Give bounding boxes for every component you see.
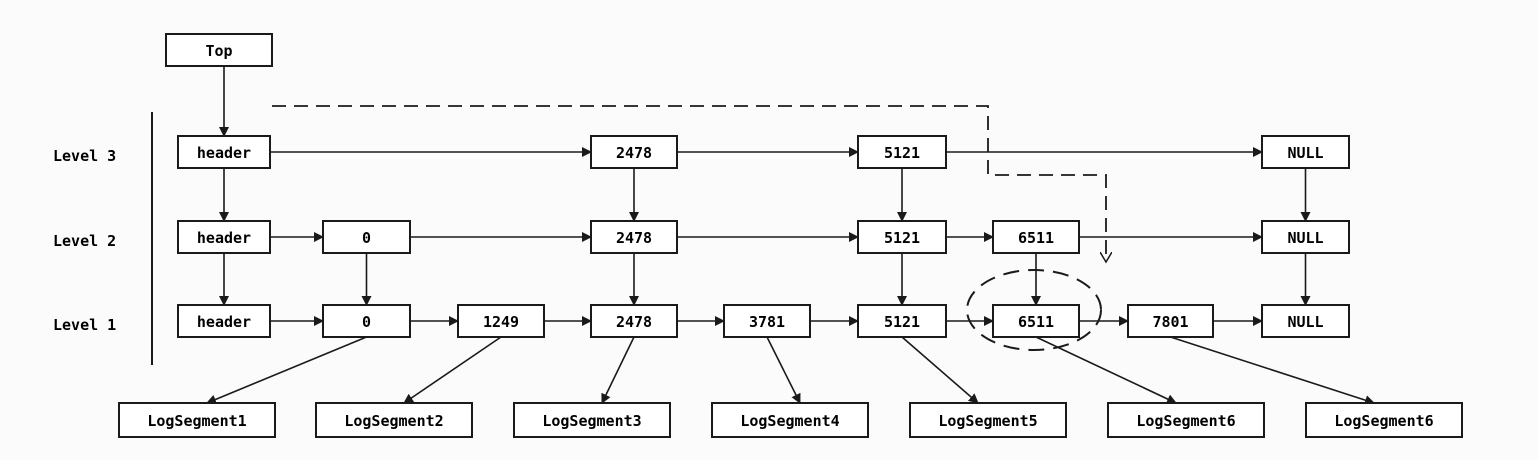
level1-node-2-label: 1249 xyxy=(483,313,519,331)
level-1-label: Level 1 xyxy=(53,316,116,334)
top-node: Top xyxy=(165,33,273,67)
level-3-label: Level 3 xyxy=(53,147,116,165)
log-segment-5: LogSegment5 xyxy=(909,402,1067,438)
level1-node-6-label: 6511 xyxy=(1018,313,1054,331)
target-highlight xyxy=(966,269,1102,351)
level1-node-7: 7801 xyxy=(1127,304,1214,338)
level2-node-4: 6511 xyxy=(992,220,1080,254)
level1-node-6: 6511 xyxy=(992,304,1080,338)
log-segment-label: LogSegment5 xyxy=(938,412,1037,430)
log-segment-label: LogSegment6 xyxy=(1334,412,1433,430)
log-segment-4: LogSegment4 xyxy=(711,402,869,438)
log-segment-label: LogSegment6 xyxy=(1136,412,1235,430)
level3-node-1-label: 2478 xyxy=(616,144,652,162)
background-bleed-text xyxy=(300,46,312,81)
segment-link-6 xyxy=(1170,336,1375,405)
level-2-label: Level 2 xyxy=(53,232,116,250)
segment-link-5 xyxy=(1035,336,1177,404)
level1-node-1-label: 0 xyxy=(362,313,371,331)
level2-node-5: NULL xyxy=(1261,220,1350,254)
level2-node-3: 5121 xyxy=(857,220,947,254)
level1-node-5: 5121 xyxy=(857,304,947,338)
level2-node-0: header xyxy=(177,220,271,254)
log-segment-7: LogSegment6 xyxy=(1305,402,1463,438)
level3-node-2-label: 5121 xyxy=(884,144,920,162)
level1-node-2: 1249 xyxy=(457,304,545,338)
level3-node-2: 5121 xyxy=(857,135,947,169)
level1-node-4: 3781 xyxy=(723,304,811,338)
level2-node-5-label: NULL xyxy=(1287,229,1323,247)
log-segment-2: LogSegment2 xyxy=(315,402,473,438)
level1-node-0: header xyxy=(177,304,271,338)
level3-node-0: header xyxy=(177,135,271,169)
segment-link-3 xyxy=(766,336,801,404)
level1-node-3: 2478 xyxy=(590,304,678,338)
level2-node-1: 0 xyxy=(322,220,411,254)
level1-node-7-label: 7801 xyxy=(1152,313,1188,331)
level2-node-2-label: 2478 xyxy=(616,229,652,247)
log-segment-6: LogSegment6 xyxy=(1107,402,1265,438)
segment-link-2 xyxy=(601,336,635,404)
level2-node-0-label: header xyxy=(197,229,251,247)
level1-node-8: NULL xyxy=(1261,304,1350,338)
search-path xyxy=(272,105,1106,262)
log-segment-1: LogSegment1 xyxy=(118,402,276,438)
level1-node-8-label: NULL xyxy=(1287,313,1323,331)
level3-node-1: 2478 xyxy=(590,135,678,169)
level2-node-4-label: 6511 xyxy=(1018,229,1054,247)
log-segment-label: LogSegment2 xyxy=(344,412,443,430)
log-segment-3: LogSegment3 xyxy=(513,402,671,438)
level2-node-1-label: 0 xyxy=(362,229,371,247)
log-segment-label: LogSegment4 xyxy=(740,412,839,430)
level3-node-3: NULL xyxy=(1261,135,1350,169)
segment-link-0 xyxy=(206,336,367,405)
level1-node-1: 0 xyxy=(322,304,411,338)
level3-node-3-label: NULL xyxy=(1287,144,1323,162)
level2-node-2: 2478 xyxy=(590,220,678,254)
level1-node-0-label: header xyxy=(197,313,251,331)
level1-node-4-label: 3781 xyxy=(749,313,785,331)
level2-node-3-label: 5121 xyxy=(884,229,920,247)
log-segment-label: LogSegment3 xyxy=(542,412,641,430)
log-segment-label: LogSegment1 xyxy=(147,412,246,430)
segment-link-1 xyxy=(403,336,502,404)
level3-node-0-label: header xyxy=(197,144,251,162)
level1-node-3-label: 2478 xyxy=(616,313,652,331)
segment-link-4 xyxy=(901,336,979,404)
level1-node-5-label: 5121 xyxy=(884,313,920,331)
top-label: Top xyxy=(205,42,232,60)
